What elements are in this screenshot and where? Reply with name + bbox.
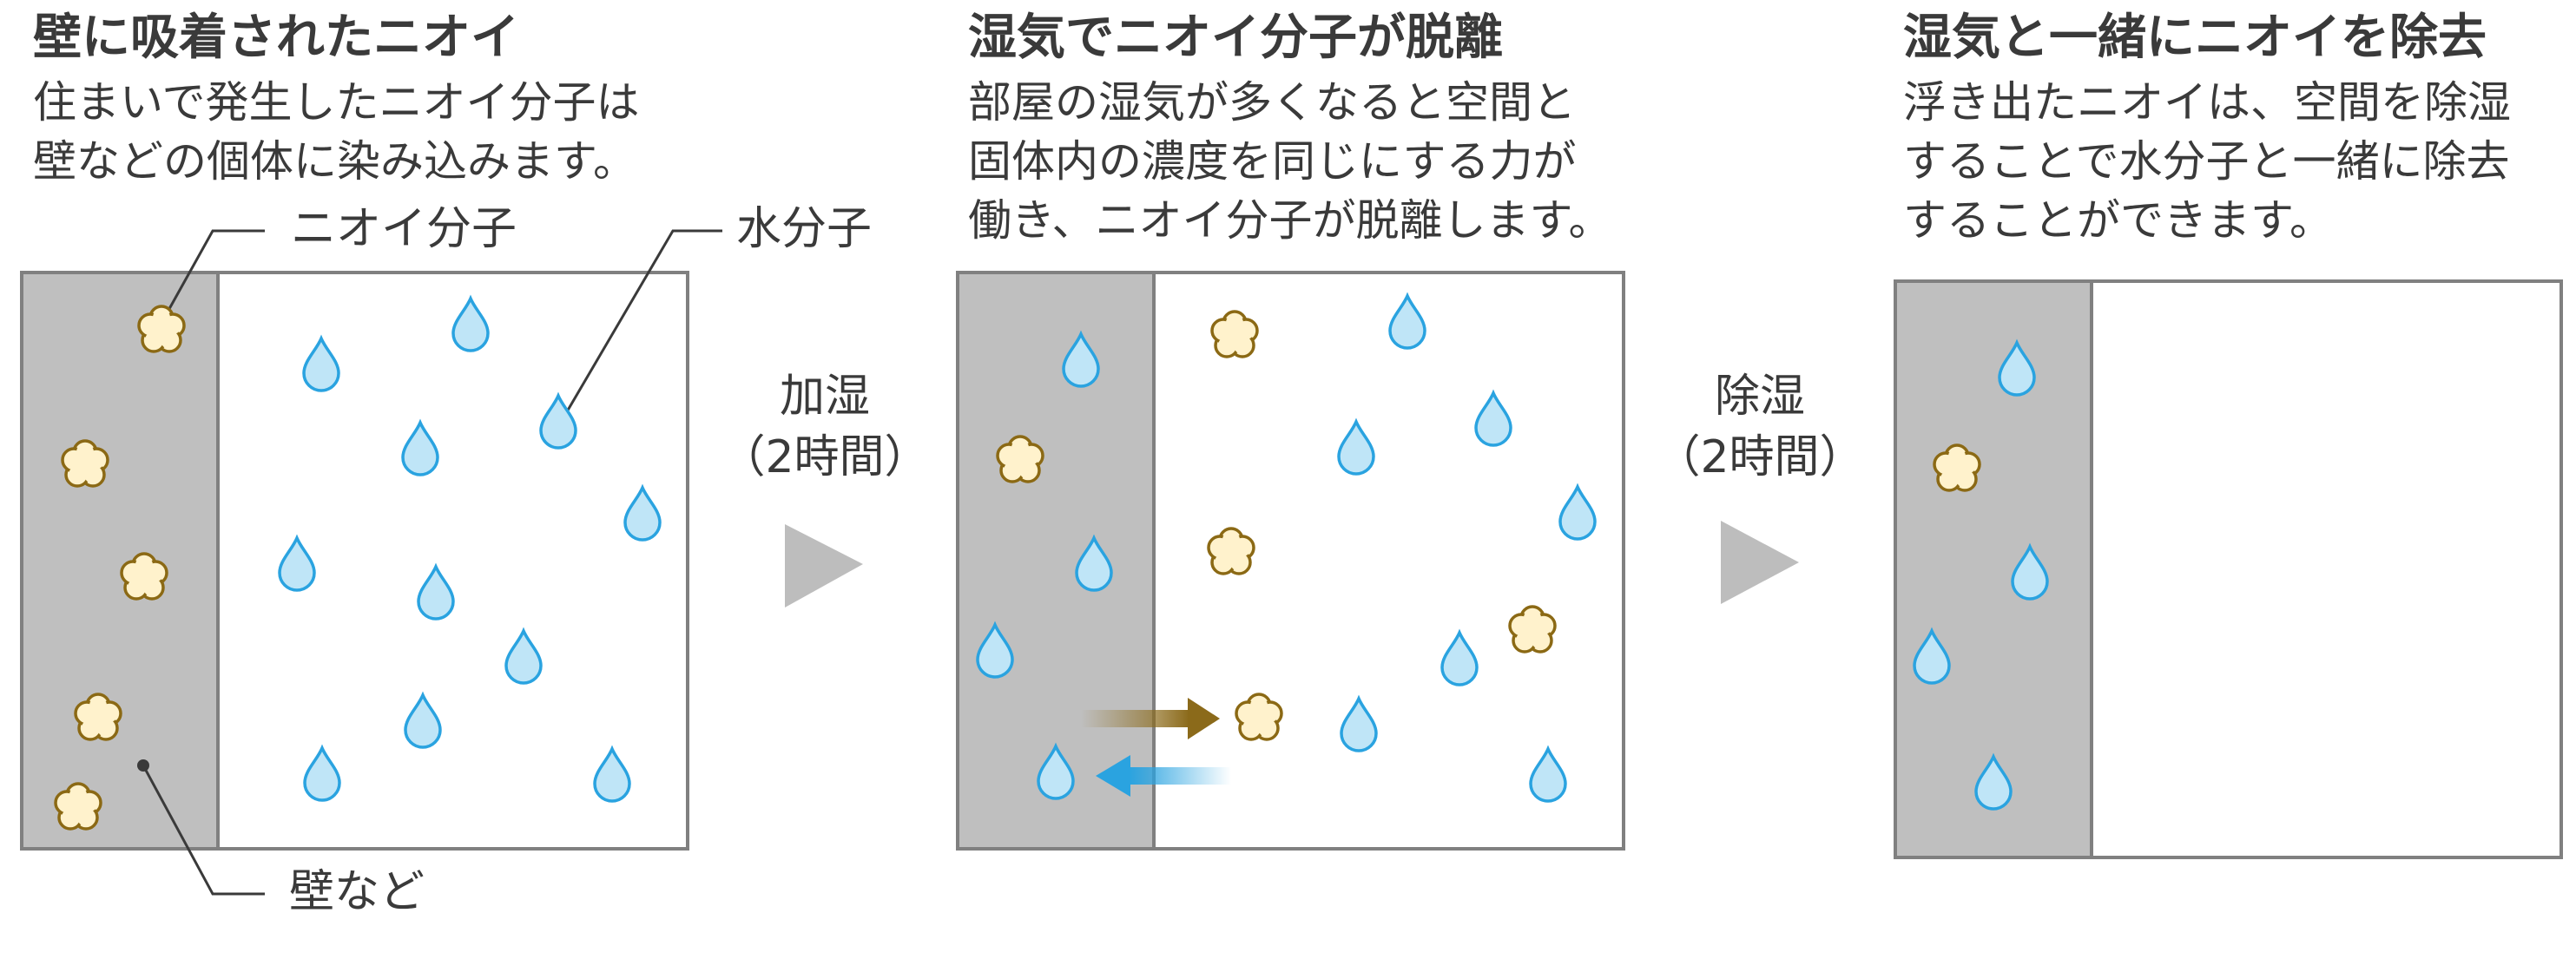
- odor-molecule-icon: [120, 552, 168, 601]
- dehumidify-step-label: 除湿 （2時間）: [1647, 366, 1873, 488]
- water-droplet-icon: [1529, 745, 1567, 803]
- odor-molecule-icon: [996, 435, 1044, 483]
- water-droplet-icon: [2011, 542, 2049, 601]
- wall-callout: 壁など: [289, 866, 425, 918]
- step-name: 加湿: [779, 371, 870, 423]
- water-molecule-callout: 水分子: [736, 203, 873, 255]
- odor-molecule-icon: [54, 782, 102, 831]
- panel-3-description: 浮き出たニオイは、空間を除湿 することで水分子と一緒に除去 することができます。: [1903, 73, 2511, 250]
- water-droplet-icon: [539, 391, 577, 450]
- odor-release-arrow: [1081, 698, 1220, 739]
- water-droplet-icon: [417, 562, 455, 621]
- water-droplet-icon: [1974, 752, 2013, 811]
- odor-molecule-icon: [1235, 693, 1283, 741]
- odor-molecule-icon: [1210, 310, 1259, 358]
- water-droplet-icon: [404, 691, 442, 749]
- water-droplet-icon: [302, 334, 340, 392]
- odor-callout-leader: [160, 229, 265, 324]
- water-droplet-icon: [623, 483, 662, 542]
- water-droplet-icon: [1062, 330, 1100, 388]
- panel-1-desc-line: 住まいで発生したニオイ分子は: [33, 77, 640, 128]
- odor-molecule-icon: [137, 305, 186, 353]
- water-droplet-icon: [1913, 627, 1951, 685]
- panel-2-desc-line: 働き、ニオイ分子が脱離します。: [968, 195, 1612, 246]
- odor-molecule-icon: [61, 439, 109, 488]
- panel-3-desc-line: することで水分子と一緒に除去: [1903, 136, 2510, 187]
- water-droplet-icon: [593, 745, 631, 803]
- odor-molecule-icon: [1207, 527, 1255, 575]
- water-droplet-icon: [1037, 742, 1075, 800]
- panel-1-desc-line: 壁などの個体に染み込みます。: [33, 136, 636, 187]
- wall-area: [20, 271, 220, 851]
- panel-1-room: [20, 271, 689, 851]
- water-droplet-icon: [278, 534, 316, 592]
- panel-3-desc-line: することができます。: [1903, 195, 2333, 246]
- play-triangle-icon: [1721, 521, 1799, 604]
- panel-2-desc-line: 部屋の湿気が多くなると空間と: [968, 77, 1576, 128]
- water-droplet-icon: [1340, 694, 1378, 752]
- panel-3-title: 湿気と一緒にニオイを除去: [1903, 10, 2487, 66]
- step-duration: （2時間）: [1655, 431, 1865, 483]
- water-callout-leader: [558, 229, 722, 424]
- odor-molecule-callout: ニオイ分子: [291, 203, 517, 255]
- water-droplet-icon: [1474, 389, 1512, 447]
- panel-1-description: 住まいで発生したニオイ分子は 壁などの個体に染み込みます。: [33, 73, 640, 191]
- water-droplet-icon: [1998, 338, 2036, 397]
- water-absorb-arrow: [1096, 755, 1231, 797]
- water-droplet-icon: [1075, 534, 1113, 592]
- panel-2-room: [956, 271, 1625, 851]
- water-droplet-icon: [451, 294, 490, 352]
- step-name: 除湿: [1714, 371, 1805, 423]
- humidify-step-label: 加湿 （2時間）: [712, 366, 938, 488]
- odor-molecule-icon: [1508, 605, 1557, 654]
- water-droplet-icon: [976, 621, 1014, 679]
- water-droplet-icon: [504, 627, 543, 685]
- wall-callout-leader: [142, 765, 265, 896]
- wall-callout-dot: [137, 759, 149, 772]
- odor-molecule-icon: [74, 693, 122, 741]
- panel-2-desc-line: 固体内の濃度を同じにする力が: [968, 136, 1577, 187]
- odor-molecule-icon: [1933, 443, 1981, 492]
- water-droplet-icon: [1558, 483, 1597, 541]
- panel-3-desc-line: 浮き出たニオイは、空間を除湿: [1903, 77, 2511, 128]
- water-droplet-icon: [1337, 417, 1375, 476]
- panel-3-room: [1894, 279, 2563, 859]
- step-duration: （2時間）: [720, 431, 930, 483]
- water-droplet-icon: [1440, 628, 1479, 686]
- water-droplet-icon: [401, 418, 439, 476]
- water-droplet-icon: [303, 744, 341, 802]
- panel-1-title: 壁に吸着されたニオイ: [33, 10, 519, 66]
- panel-2-title: 湿気でニオイ分子が脱離: [968, 10, 1503, 66]
- play-triangle-icon: [785, 524, 863, 608]
- panel-2-description: 部屋の湿気が多くなると空間と 固体内の濃度を同じにする力が 働き、ニオイ分子が脱…: [968, 73, 1612, 250]
- water-droplet-icon: [1388, 292, 1426, 350]
